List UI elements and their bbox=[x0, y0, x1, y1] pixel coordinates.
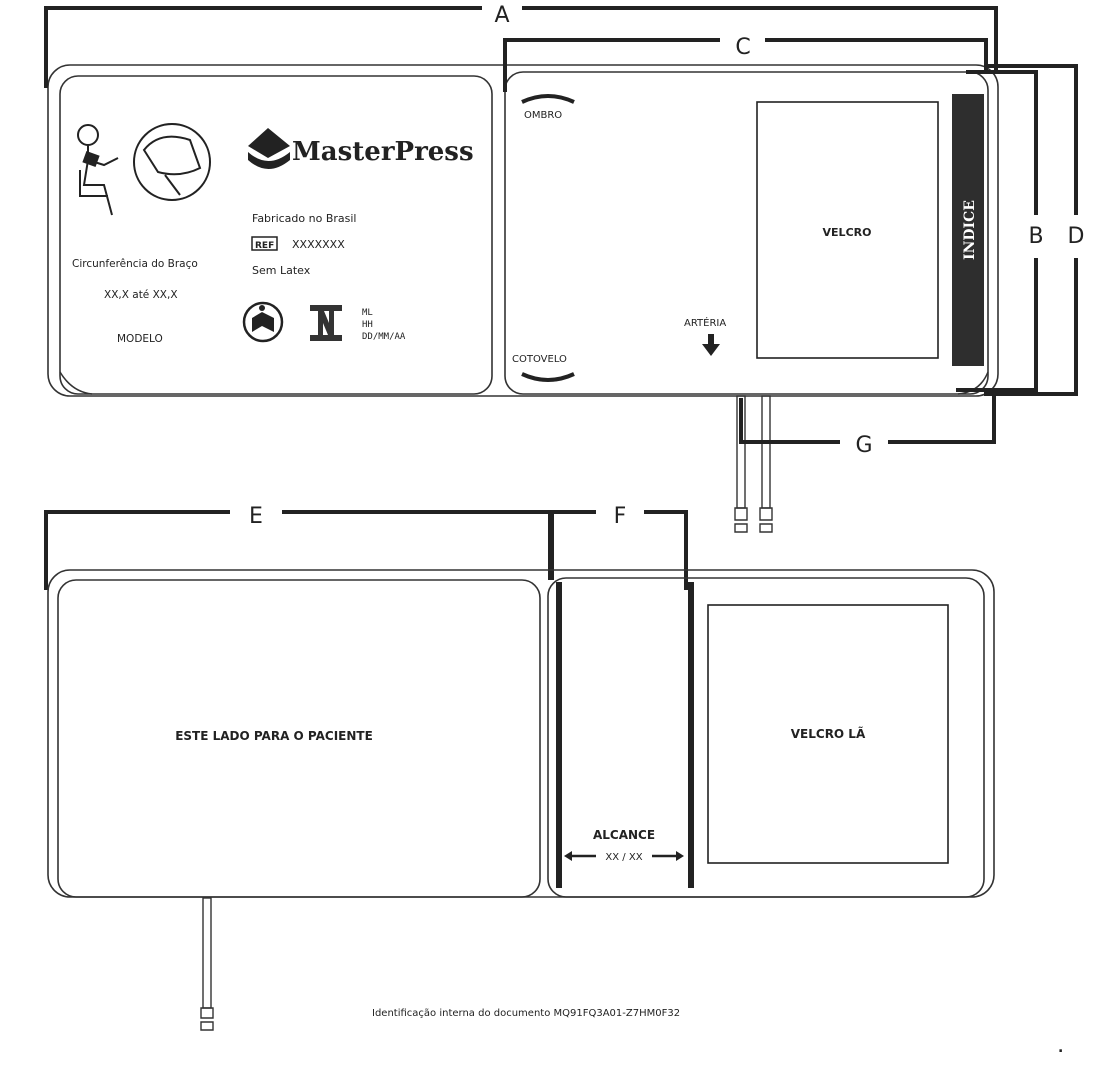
dimension-label-c: C bbox=[735, 35, 750, 60]
ombro-label: OMBRO bbox=[524, 110, 562, 121]
alcance-bar-left bbox=[556, 582, 562, 888]
ref-label: REF bbox=[255, 241, 274, 251]
top-left-panel bbox=[59, 75, 493, 395]
velcro-la-area bbox=[707, 604, 949, 864]
cotovelo-label: COTOVELO bbox=[512, 354, 567, 365]
inmetro-icon bbox=[310, 305, 342, 341]
indice-label: INDICE bbox=[962, 200, 978, 260]
arteria-label: ARTÉRIA bbox=[684, 316, 726, 329]
masterpress-logo: MasterPress bbox=[248, 128, 474, 169]
lot-line: HH bbox=[362, 320, 373, 330]
document-id: Identificação interna do documento MQ91F… bbox=[372, 1008, 680, 1019]
ref-value: XXXXXXX bbox=[292, 238, 345, 251]
paciente-label: ESTE LADO PARA O PACIENTE bbox=[175, 729, 373, 743]
dimension-label-b: B bbox=[1028, 224, 1043, 249]
dimension-label-g: G bbox=[855, 433, 872, 458]
dimension-label-f: F bbox=[614, 504, 627, 529]
top-cuff: MasterPress Fabricado no Brasil REF XXXX… bbox=[47, 64, 999, 533]
circunferencia-text: Circunferência do Braço bbox=[72, 258, 198, 270]
dimension-label-e: E bbox=[249, 504, 263, 529]
bottom-cuff: ESTE LADO PARA O PACIENTE ALCANCE XX / X… bbox=[47, 569, 995, 1031]
double-arrow-icon bbox=[564, 851, 684, 861]
arm-position-icon bbox=[77, 124, 119, 216]
ref-box bbox=[251, 236, 278, 251]
corner-accent bbox=[59, 371, 93, 395]
fabricado-text: Fabricado no Brasil bbox=[252, 212, 356, 225]
range-text: XX,X até XX,X bbox=[104, 289, 178, 301]
corner-dot: . bbox=[1058, 1040, 1063, 1056]
bottom-left-panel bbox=[57, 579, 541, 898]
alcance-value: XX / XX bbox=[605, 852, 642, 863]
cuff-wrap-icon bbox=[133, 123, 211, 201]
brand-name: MasterPress bbox=[292, 137, 474, 167]
alcance-bar-right bbox=[688, 582, 694, 888]
sem-latex-text: Sem Latex bbox=[252, 264, 311, 277]
indice-bar bbox=[952, 94, 984, 366]
dimension-lines-top: A C B D G bbox=[44, 3, 1085, 458]
arrow-down-icon bbox=[702, 334, 720, 356]
chevron-up-icon bbox=[521, 94, 575, 104]
alcance-label: ALCANCE bbox=[593, 828, 655, 842]
lot-line: ML bbox=[362, 308, 373, 318]
velcro-area bbox=[756, 101, 939, 359]
top-cuff-outline bbox=[47, 64, 999, 397]
corner-accent bbox=[957, 371, 989, 395]
dimension-label-a: A bbox=[494, 3, 509, 28]
tube-connectors bbox=[734, 395, 773, 533]
dimension-label-d: D bbox=[1068, 224, 1085, 249]
dimension-lines-bottom: E F bbox=[44, 504, 688, 590]
tube-connector bbox=[200, 897, 214, 1031]
top-right-panel bbox=[504, 71, 989, 395]
chevron-down-icon bbox=[521, 372, 575, 382]
read-manual-icon bbox=[242, 301, 284, 343]
velcro-label: VELCRO bbox=[823, 226, 872, 239]
velcro-la-label: VELCRO LÃ bbox=[791, 726, 866, 741]
bottom-right-panel bbox=[547, 577, 985, 898]
lot-line: DD/MM/AA bbox=[362, 332, 406, 342]
modelo-text: MODELO bbox=[117, 333, 163, 345]
